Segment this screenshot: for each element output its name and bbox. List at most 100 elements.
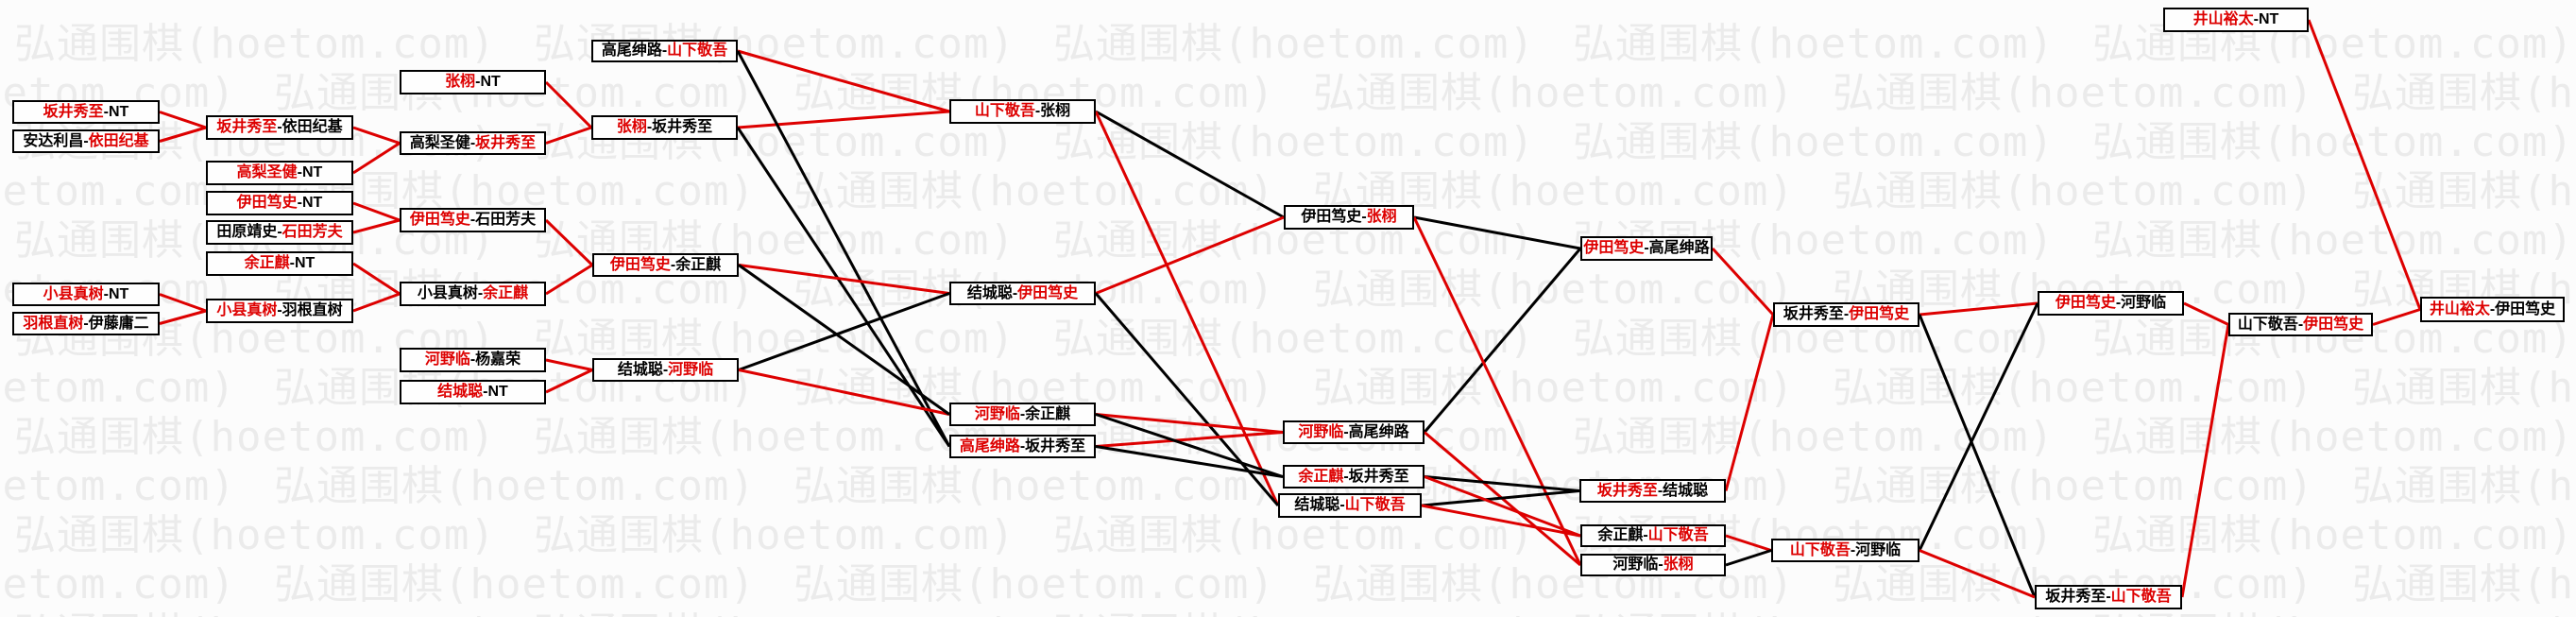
match-box-m03[interactable]: 小县真树-NT <box>12 283 160 306</box>
match-box-m07[interactable]: 伊田笃史-NT <box>206 191 353 215</box>
player-name: 余正麒 <box>675 256 722 273</box>
match-box-m01[interactable]: 坂井秀至-NT <box>12 100 160 124</box>
watermark-text: 弘通围棋(hoetom.com) <box>793 167 1275 215</box>
match-box-m19[interactable]: 伊田笃史-余正麒 <box>592 253 739 277</box>
connector-m33-m34 <box>1725 549 1772 567</box>
watermark-text: 弘通围棋(hoetom.com) <box>0 364 236 412</box>
connector-m01-m05 <box>159 111 207 129</box>
watermark-text: 弘通围棋(hoetom.com) <box>1833 462 2314 510</box>
player-name: 张栩 <box>1040 103 1071 119</box>
watermark-text: 弘通围棋(hoetom.com) <box>1053 511 1535 559</box>
watermark-text: 弘通围棋(hoetom.com) <box>1053 20 1535 68</box>
watermark-text: 弘通围棋(hoetom.com) <box>2352 364 2576 412</box>
match-box-m08[interactable]: 田原靖史-石田芳夫 <box>206 220 353 245</box>
player-name: 伊藤庸二 <box>88 315 149 332</box>
match-box-m30[interactable]: 坂井秀至-伊田笃史 <box>1773 302 1919 327</box>
match-box-m28[interactable]: 结城聪-山下敬吾 <box>1278 493 1422 518</box>
match-box-m32[interactable]: 余正麒-山下敬吾 <box>1580 524 1726 547</box>
match-box-m15[interactable]: 河野临-杨嘉荣 <box>400 348 546 372</box>
player-name: 伊田笃史 <box>2055 295 2116 311</box>
player-name: 高梨圣健 <box>409 134 470 151</box>
match-box-m04[interactable]: 羽根直树-伊藤庸二 <box>12 312 160 335</box>
match-box-m37[interactable]: 山下敬吾-伊田笃史 <box>2228 313 2373 336</box>
match-box-m05[interactable]: 坂井秀至-依田纪基 <box>206 115 353 140</box>
player-name: 余正麒 <box>1025 405 1071 422</box>
connector-m08-m13 <box>352 218 401 234</box>
connector-m07-m13 <box>352 201 401 222</box>
match-box-m34[interactable]: 山下敬吾-河野临 <box>1771 539 1919 562</box>
vs-dash: - <box>83 132 89 149</box>
match-box-m16[interactable]: 结城聪-NT <box>400 380 546 404</box>
match-box-m06[interactable]: 高梨圣健-NT <box>206 161 353 185</box>
player-name: 伊田笃史 <box>1849 306 1910 322</box>
player-name: 山下敬吾 <box>2237 316 2298 333</box>
player-name: 坂井秀至 <box>2045 589 2107 605</box>
vs-dash: - <box>469 351 476 368</box>
vs-dash: - <box>1658 557 1663 573</box>
connector-m11-m18 <box>544 80 593 129</box>
watermark-text: 弘通围棋(hoetom.com) <box>1573 118 2055 166</box>
match-box-m29[interactable]: 伊田笃史-高尾绅路 <box>1580 236 1713 261</box>
match-box-m11[interactable]: 张栩-NT <box>400 70 546 94</box>
connector-m23-m29 <box>1413 215 1581 250</box>
player-name: 结城聪 <box>617 361 663 378</box>
match-box-m02[interactable]: 安达利昌-依田纪基 <box>12 129 160 153</box>
match-box-m22[interactable]: 结城聪-伊田笃史 <box>949 282 1096 305</box>
match-box-m18[interactable]: 张栩-坂井秀至 <box>591 115 738 140</box>
match-box-m38[interactable]: 井山裕太-NT <box>2163 8 2309 32</box>
watermark-text: 弘通围棋(hoetom.com) <box>274 462 756 510</box>
match-box-m23[interactable]: 伊田笃史-张栩 <box>1284 205 1414 230</box>
player-name: NT <box>302 164 323 180</box>
vs-dash: - <box>289 255 295 271</box>
watermark-text: 弘通围棋(hoetom.com) <box>0 167 236 215</box>
player-name: 坂井秀至 <box>1025 437 1086 454</box>
connector-m32-m34 <box>1725 534 1772 552</box>
match-box-m20[interactable]: 结城聪-河野临 <box>592 358 739 382</box>
player-name: 坂井秀至 <box>652 119 713 135</box>
player-name: 河野临 <box>668 361 714 378</box>
watermark-text: 弘通围棋(hoetom.com) <box>1573 599 2055 617</box>
player-name: 坂井秀至 <box>1783 306 1844 322</box>
player-name: NT <box>295 255 316 271</box>
watermark-text: 弘通围棋(hoetom.com) <box>2092 118 2574 166</box>
vs-dash: - <box>1012 284 1018 301</box>
match-box-m36[interactable]: 坂井秀至-山下敬吾 <box>2035 585 2182 609</box>
player-name: 小县真树 <box>417 285 478 301</box>
match-box-m13[interactable]: 伊田笃史-石田芳夫 <box>400 208 546 232</box>
connector-m20-m22 <box>738 292 950 371</box>
vs-dash: - <box>103 103 109 120</box>
match-box-m14[interactable]: 小县真树-余正麒 <box>400 282 546 306</box>
player-name: 余正麒 <box>483 285 529 301</box>
vs-dash: - <box>2297 316 2304 333</box>
match-box-m39[interactable]: 井山裕太-伊田笃史 <box>2420 297 2565 322</box>
connector-m34-m36 <box>1919 549 2036 599</box>
match-box-m31[interactable]: 坂井秀至-结城聪 <box>1579 479 1726 503</box>
player-name: 伊田笃史 <box>2495 300 2556 317</box>
connector-m21-m23 <box>1095 110 1285 219</box>
watermark-text: 弘通围棋(hoetom.com) <box>534 599 1015 617</box>
player-name: 河野临 <box>974 405 1020 422</box>
match-box-m35[interactable]: 伊田笃史-河野临 <box>2038 291 2184 316</box>
player-name: 山下敬吾 <box>1789 541 1851 558</box>
vs-dash: - <box>2115 295 2122 311</box>
match-box-m26[interactable]: 河野临-高尾绅路 <box>1283 420 1424 444</box>
connector-m30-m36 <box>1918 314 2037 598</box>
match-box-m24[interactable]: 河野临-余正麒 <box>949 403 1096 426</box>
match-box-m17[interactable]: 高尾绅路-山下敬吾 <box>591 40 738 62</box>
connector-m05-m12 <box>352 126 401 145</box>
player-name: 坂井秀至 <box>475 134 537 151</box>
vs-dash: - <box>2253 11 2259 27</box>
player-name: 余正麒 <box>1298 468 1344 485</box>
match-box-m09[interactable]: 余正麒-NT <box>206 251 353 276</box>
match-box-m21[interactable]: 山下敬吾-张栩 <box>949 99 1096 124</box>
connector-m27-m32 <box>1424 475 1581 538</box>
match-box-m27[interactable]: 余正麒-坂井秀至 <box>1283 465 1424 488</box>
player-name: 河野临 <box>1298 423 1344 440</box>
match-box-m12[interactable]: 高梨圣健-坂井秀至 <box>400 131 546 155</box>
match-box-m33[interactable]: 河野临-张栩 <box>1580 554 1726 576</box>
match-box-m10[interactable]: 小县真树-羽根直树 <box>206 299 353 323</box>
match-box-m25[interactable]: 高尾绅路-坂井秀至 <box>949 435 1096 458</box>
